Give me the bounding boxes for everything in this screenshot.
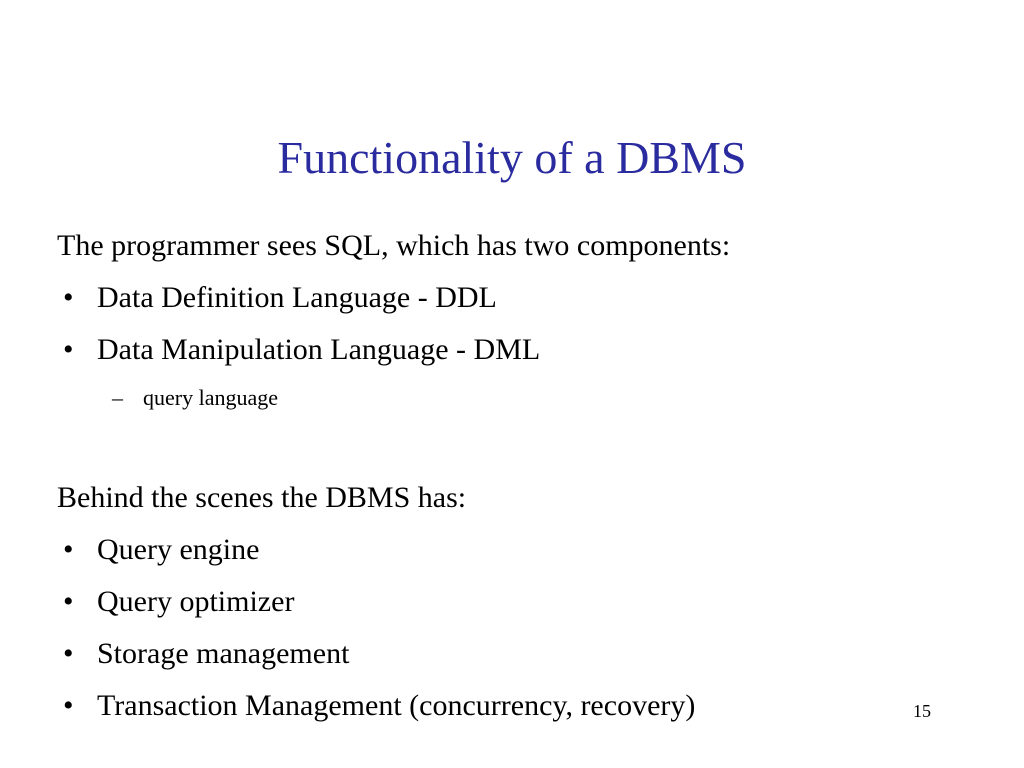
- list-item: • Storage management: [57, 628, 984, 680]
- bullet-icon: •: [63, 533, 74, 566]
- sub-list-item-label: query language: [143, 385, 278, 410]
- bullet-icon: •: [63, 333, 74, 366]
- bullet-icon: •: [63, 585, 74, 618]
- body-line: Behind the scenes the DBMS has:: [57, 472, 984, 524]
- list-item: • Data Manipulation Language - DML: [57, 324, 984, 376]
- list-item-label: Data Manipulation Language - DML: [97, 333, 541, 366]
- list-item: • Query engine: [57, 524, 984, 576]
- body-line: The programmer sees SQL, which has two c…: [57, 220, 984, 272]
- blank-line: [57, 420, 984, 472]
- list-item-label: Storage management: [97, 637, 350, 670]
- slide-number: 15: [913, 701, 931, 721]
- body-line-text: The programmer sees SQL, which has two c…: [57, 229, 731, 262]
- list-item-label: Data Definition Language - DDL: [97, 281, 497, 314]
- dash-bullet-icon: –: [112, 385, 123, 410]
- bullet-icon: •: [63, 281, 74, 314]
- list-item-label: Query engine: [97, 533, 260, 566]
- list-item: • Query optimizer: [57, 576, 984, 628]
- sub-list-item: – query language: [57, 376, 984, 420]
- bullet-icon: •: [63, 637, 74, 670]
- slide-body: The programmer sees SQL, which has two c…: [57, 220, 984, 732]
- body-line-text: Behind the scenes the DBMS has:: [57, 481, 467, 514]
- bullet-icon: •: [63, 689, 74, 722]
- list-item: • Data Definition Language - DDL: [57, 272, 984, 324]
- page-title: Functionality of a DBMS: [277, 131, 747, 183]
- list-item-label: Query optimizer: [97, 585, 295, 618]
- list-item-label: Transaction Management (concurrency, rec…: [97, 689, 696, 722]
- list-item: • Transaction Management (concurrency, r…: [57, 680, 984, 732]
